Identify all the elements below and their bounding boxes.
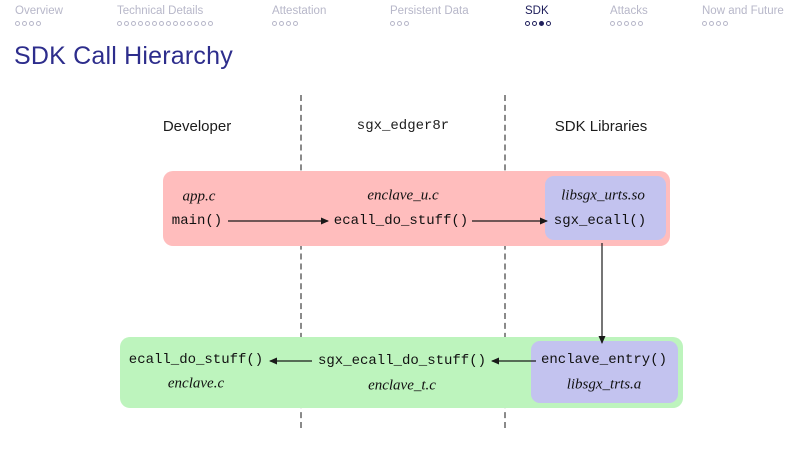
column-header-sdk-libraries: SDK Libraries: [554, 118, 648, 135]
nav-section-persistent-data[interactable]: Persistent Data: [390, 5, 469, 26]
slide-dot[interactable]: [279, 21, 284, 26]
nav-section-overview[interactable]: Overview: [15, 5, 63, 26]
nav-section-now-and-future[interactable]: Now and Future: [702, 5, 784, 26]
slide-dots[interactable]: [272, 21, 326, 26]
nav-label[interactable]: Attacks: [610, 5, 648, 17]
slide-dot[interactable]: [624, 21, 629, 26]
column-divider-left: [300, 95, 302, 428]
slide-dot[interactable]: [15, 21, 20, 26]
slide-dot[interactable]: [723, 21, 728, 26]
slide-dot[interactable]: [617, 21, 622, 26]
slide-dots[interactable]: [15, 21, 63, 26]
slide-dot[interactable]: [286, 21, 291, 26]
slide-dot[interactable]: [173, 21, 178, 26]
nav-section-attacks[interactable]: Attacks: [610, 5, 648, 26]
slide-dot[interactable]: [159, 21, 164, 26]
trts-library-box: [531, 341, 678, 403]
nav-label[interactable]: Attestation: [272, 5, 327, 17]
slide-dot[interactable]: [546, 21, 551, 26]
nav-label[interactable]: Now and Future: [702, 5, 784, 17]
slide-dot[interactable]: [166, 21, 171, 26]
column-header-developer: Developer: [162, 118, 232, 135]
column-header-sgx-edger8r: sgx_edger8r: [356, 118, 450, 134]
slide-dot[interactable]: [610, 21, 615, 26]
nav-label[interactable]: Overview: [15, 5, 63, 17]
slide-dot[interactable]: [138, 21, 143, 26]
nav-label[interactable]: Persistent Data: [390, 5, 469, 17]
func-label-sgx-ecall: sgx_ecall(): [553, 213, 647, 229]
slide-dot[interactable]: [208, 21, 213, 26]
file-label-libsgx-urts-so: libsgx_urts.so: [561, 187, 645, 204]
slide-dot[interactable]: [404, 21, 409, 26]
slide-dot[interactable]: [638, 21, 643, 26]
slide-dot[interactable]: [532, 21, 537, 26]
slide-dot[interactable]: [709, 21, 714, 26]
slide-dot[interactable]: [716, 21, 721, 26]
slide-dot[interactable]: [29, 21, 34, 26]
file-label-app-c: app.c: [182, 188, 216, 205]
slide-dot[interactable]: [631, 21, 636, 26]
func-label-ecall-do-stuff: ecall_do_stuff(): [333, 213, 469, 229]
slide-dot[interactable]: [145, 21, 150, 26]
slide-dots[interactable]: [525, 21, 553, 26]
slide-dot-current[interactable]: [539, 21, 544, 26]
slide-dots[interactable]: [390, 21, 469, 26]
nav-section-technical-details[interactable]: Technical Details: [117, 5, 215, 26]
slide-dot[interactable]: [201, 21, 206, 26]
func-label-enclave-entry: enclave_entry(): [540, 352, 668, 368]
slide-dots[interactable]: [117, 21, 215, 26]
slide-dot[interactable]: [152, 21, 157, 26]
slide-dot[interactable]: [397, 21, 402, 26]
file-label-enclave-u-c: enclave_u.c: [367, 187, 439, 204]
column-divider-right: [504, 95, 506, 428]
slide-dot[interactable]: [194, 21, 199, 26]
func-label-ecall-do-stuff-impl: ecall_do_stuff(): [128, 352, 264, 368]
slide-dot[interactable]: [293, 21, 298, 26]
slide-dot[interactable]: [131, 21, 136, 26]
slide-dot[interactable]: [187, 21, 192, 26]
func-label-sgx-ecall-do-stuff: sgx_ecall_do_stuff(): [317, 353, 487, 369]
file-label-enclave-t-c: enclave_t.c: [368, 377, 436, 394]
slide-dot[interactable]: [180, 21, 185, 26]
slide-dot[interactable]: [702, 21, 707, 26]
slide-dots[interactable]: [702, 21, 784, 26]
file-label-enclave-c: enclave.c: [167, 375, 225, 392]
nav-section-attestation[interactable]: Attestation: [272, 5, 326, 26]
slide-dot[interactable]: [22, 21, 27, 26]
urts-library-box: [545, 176, 666, 240]
page-title: SDK Call Hierarchy: [14, 42, 233, 70]
nav-section-sdk[interactable]: SDK: [525, 5, 553, 26]
func-label-main: main(): [171, 213, 223, 229]
slide-dots[interactable]: [610, 21, 648, 26]
slide-dot[interactable]: [36, 21, 41, 26]
nav-label[interactable]: SDK: [525, 5, 549, 17]
slide-dot[interactable]: [117, 21, 122, 26]
nav-label[interactable]: Technical Details: [117, 5, 204, 17]
slide-dot[interactable]: [272, 21, 277, 26]
slide-dot[interactable]: [525, 21, 530, 26]
slide-dot[interactable]: [124, 21, 129, 26]
file-label-libsgx-trts-a: libsgx_trts.a: [566, 376, 642, 393]
slide-dot[interactable]: [390, 21, 395, 26]
